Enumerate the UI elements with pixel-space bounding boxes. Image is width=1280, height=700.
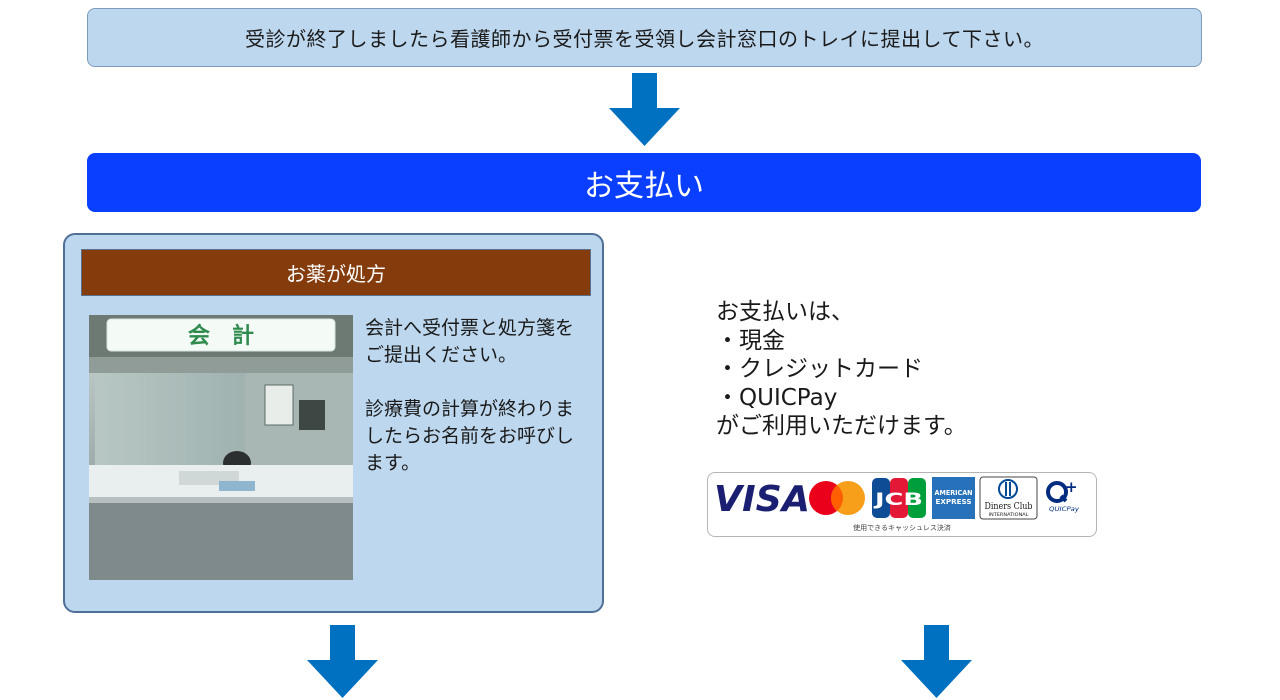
medicine-prescribed-panel: お薬が処方 会 計 bbox=[63, 233, 604, 613]
instruction-banner: 受診が終了しましたら看護師から受付票を受領し会計窓口のトレイに提出して下さい。 bbox=[87, 8, 1202, 67]
amex-logo: AMERICAN EXPRESS bbox=[932, 477, 975, 519]
payment-method-credit: ・クレジットカード bbox=[716, 356, 923, 382]
instruction-paragraph-submit: 会計へ受付票と処方箋をご提出ください。 bbox=[365, 317, 575, 366]
amex-line2: EXPRESS bbox=[936, 498, 972, 506]
instruction-text: 受診が終了しましたら看護師から受付票を受領し会計窓口のトレイに提出して下さい。 bbox=[245, 27, 1044, 51]
down-arrow-icon bbox=[307, 625, 378, 698]
payment-heading: お支払い bbox=[87, 153, 1201, 212]
panel-header: お薬が処方 bbox=[81, 249, 591, 296]
visa-logo: VISA bbox=[714, 479, 810, 520]
quicpay-logo: + QUICPay bbox=[1046, 478, 1080, 513]
card-logos-box: VISA JCB AMERICAN EXPRESS Diners Club bbox=[707, 472, 1097, 537]
payment-intro: お支払いは、 bbox=[716, 299, 854, 325]
payment-heading-label: お支払い bbox=[584, 168, 704, 204]
cards-caption: 使用できるキャッシュレス決済 bbox=[853, 524, 951, 532]
svg-text:+: + bbox=[1065, 478, 1078, 496]
instruction-paragraph-call: 診療費の計算が終わりましたらお名前をお呼びします。 bbox=[365, 398, 575, 474]
photo-sign-text: 会 計 bbox=[188, 323, 254, 349]
diners-club-logo: Diners Club INTERNATIONAL bbox=[979, 476, 1038, 520]
amex-line1: AMERICAN bbox=[935, 489, 973, 497]
payment-method-cash: ・現金 bbox=[716, 327, 785, 354]
payment-method-quicpay: ・QUICPay bbox=[716, 384, 838, 411]
down-arrow-icon bbox=[609, 73, 680, 146]
quicpay-logo-text: QUICPay bbox=[1049, 506, 1080, 513]
diners-line2: INTERNATIONAL bbox=[989, 512, 1030, 517]
jcb-logo: JCB bbox=[872, 478, 926, 518]
payment-outro: がご利用いただけます。 bbox=[716, 413, 967, 439]
visa-logo-text: VISA bbox=[714, 479, 810, 520]
jcb-logo-text: JCB bbox=[873, 490, 923, 510]
down-arrow-icon bbox=[901, 625, 972, 698]
mastercard-logo bbox=[809, 481, 865, 515]
medicine-instructions: 会計へ受付票と処方箋をご提出ください。 診療費の計算が終わりましたらお名前をお呼… bbox=[365, 315, 590, 504]
diners-line1: Diners Club bbox=[985, 502, 1033, 512]
payment-methods-info: お支払いは、 ・現金 ・クレジットカード ・QUICPay がご利用いただけます… bbox=[716, 298, 967, 441]
panel-header-label: お薬が処方 bbox=[286, 262, 386, 286]
cashier-window-photo: 会 計 bbox=[89, 315, 353, 580]
